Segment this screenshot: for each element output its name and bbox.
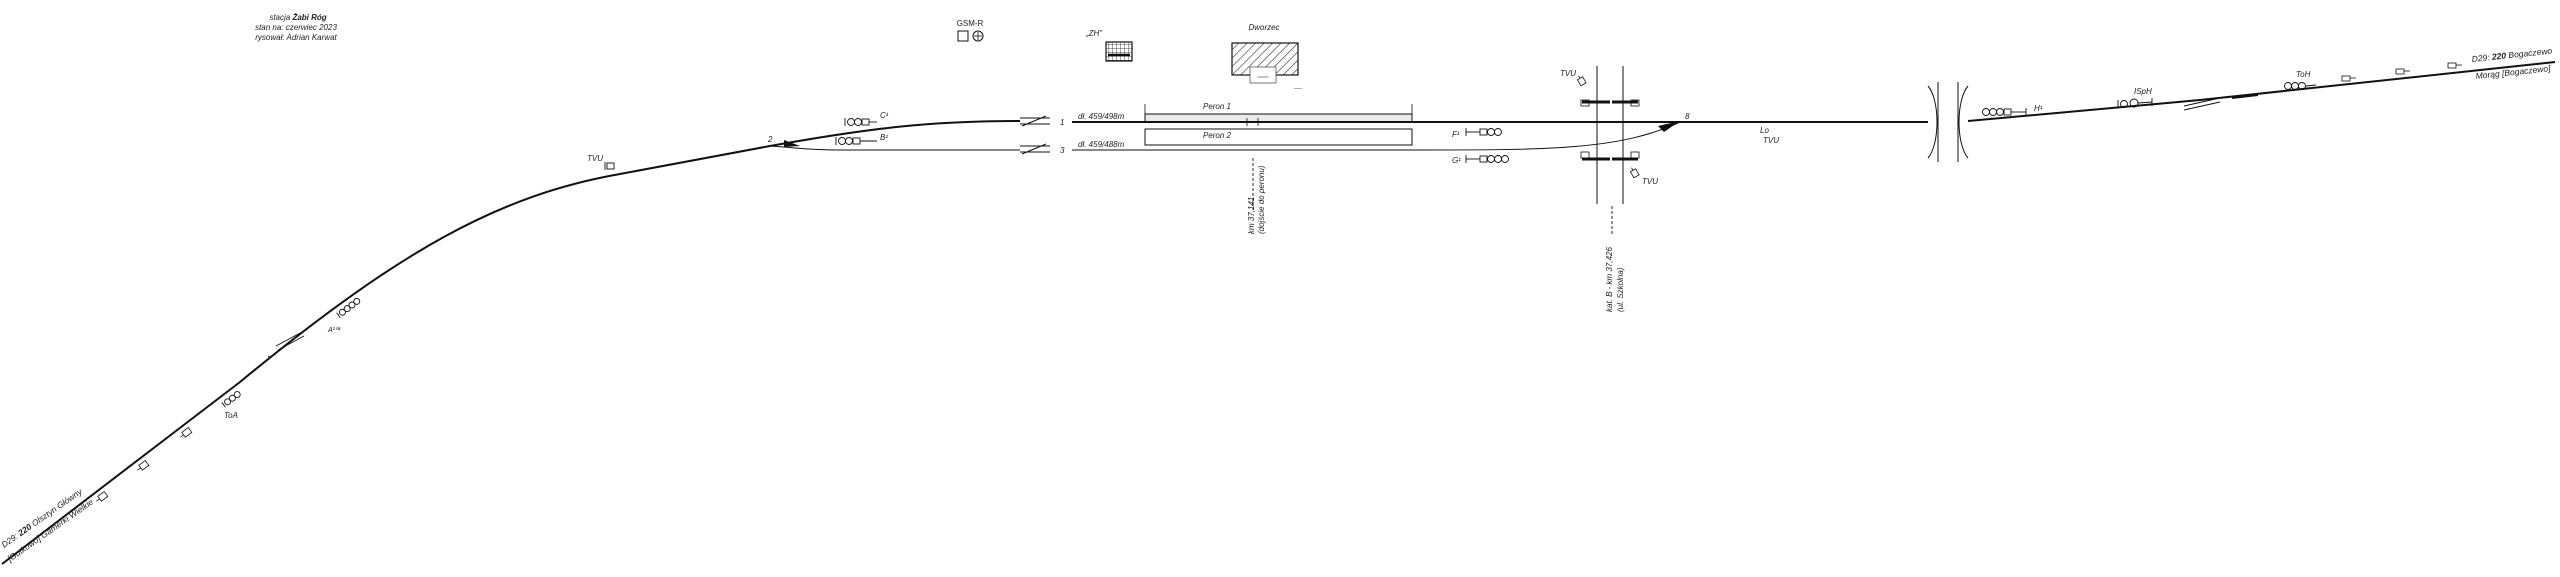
crossing-km-line2: (ul. Szkolna) (1616, 267, 1625, 312)
track-3-buffer-icon (1020, 143, 1050, 155)
signal-g-label: G¹ (1452, 156, 1461, 165)
signal-a-label: A¹⁰⁴ (327, 326, 341, 334)
switch-8-number: 8 (1685, 112, 1690, 121)
crossing-km-line1: kat. B - km 37,426 (1605, 247, 1614, 312)
gsmr-label: GSM-R (957, 19, 984, 28)
track-3-length: dł. 459/488m (1078, 140, 1125, 149)
state-date: stan na: czerwiec 2023 (255, 23, 337, 32)
trackside-box-east-1-icon (2341, 75, 2356, 82)
track-1-number: 1 (1060, 118, 1064, 127)
platform-1-label: Peron 1 (1203, 102, 1231, 111)
signal-toa-icon (221, 391, 241, 408)
crossing-barrier-ne-icon (1612, 99, 1640, 107)
track-3-number: 3 (1060, 146, 1065, 155)
zh-label: „ZH” (1085, 29, 1102, 38)
insulated-joint-east-icon (2183, 94, 2259, 111)
east-line-label: D29: 220 Bogaczewo (2471, 46, 2553, 64)
trackside-box-east-2-icon (2395, 68, 2410, 75)
signal-toh-icon (2284, 82, 2317, 90)
tvu-crossing-top-label: TVU (1560, 69, 1576, 78)
author-line: rysował: Adrian Karwat (255, 33, 337, 42)
signal-h-icon (1982, 108, 2027, 116)
station-title: stacja Żabi Róg (269, 13, 326, 22)
platform-km-line2: (dojście do peronu) (1257, 165, 1266, 234)
track-3 (769, 145, 1020, 151)
crossing-barrier-nw-icon (1580, 99, 1610, 107)
dworzec-label: Dworzec (1248, 23, 1279, 32)
insulated-joint-west-icon (267, 331, 305, 359)
crossing-barrier-sw-icon (1580, 151, 1610, 161)
trackside-box-1-icon (180, 427, 193, 438)
signal-toh-label: ToH (2296, 70, 2311, 79)
signal-a-icon (336, 297, 361, 318)
signal-toa-label: ToA (224, 411, 238, 420)
platform-1 (1144, 113, 1413, 123)
signal-g-icon (1465, 155, 1509, 163)
platform-2 (1144, 128, 1413, 146)
tvu-crossing-top-icon (1576, 75, 1587, 87)
signal-f-icon (1465, 128, 1502, 136)
main-track-east (1967, 61, 2556, 122)
tvu-west-icon (604, 162, 615, 170)
gsmr-antenna-icon (972, 30, 984, 42)
tvu-crossing-bottom-icon (1629, 167, 1640, 179)
signal-h-label: H¹ (2034, 104, 2043, 113)
switch-2-number: 2 (767, 135, 773, 144)
trackside-box-2-icon (137, 460, 150, 471)
tvu-west-label: TVU (587, 154, 603, 163)
trackside-box-3-icon (96, 491, 109, 502)
track-3-platform (1072, 121, 1681, 151)
gsmr-box-icon (957, 30, 969, 42)
tvu-east-label: TVU (1763, 136, 1779, 145)
signal-c-icon (844, 118, 877, 126)
switch-8-frog (1658, 121, 1680, 132)
signal-b-label: B¹ (880, 133, 888, 142)
bridge-icon (1927, 82, 1969, 162)
track-1-buffer-icon (1020, 115, 1050, 127)
svg-text:▭▭▭: ▭▭▭ (1257, 74, 1269, 79)
platform-2-label: Peron 2 (1203, 131, 1232, 140)
trackside-box-east-3-icon (2447, 62, 2462, 69)
crossing-barrier-se-icon (1612, 151, 1640, 161)
signal-isph-icon (2117, 98, 2153, 108)
main-track-west-curve (1, 120, 1021, 565)
track-1-length: dł. 459/498m (1078, 112, 1125, 121)
signal-b-icon (835, 137, 877, 145)
signal-c-label: C¹ (880, 111, 889, 120)
switch-2-frog (784, 140, 800, 147)
svg-text:___: ___ (1293, 84, 1303, 90)
zh-building (1105, 41, 1133, 62)
platform-km-line1: km 37,141 (1247, 197, 1256, 234)
signal-lo-label: Lo (1760, 126, 1769, 135)
signal-isph-label: ISpH (2134, 87, 2152, 96)
dworzec-annex (1249, 66, 1277, 84)
tvu-crossing-bottom-label: TVU (1642, 177, 1658, 186)
signal-f-label: F¹ (1452, 130, 1460, 139)
